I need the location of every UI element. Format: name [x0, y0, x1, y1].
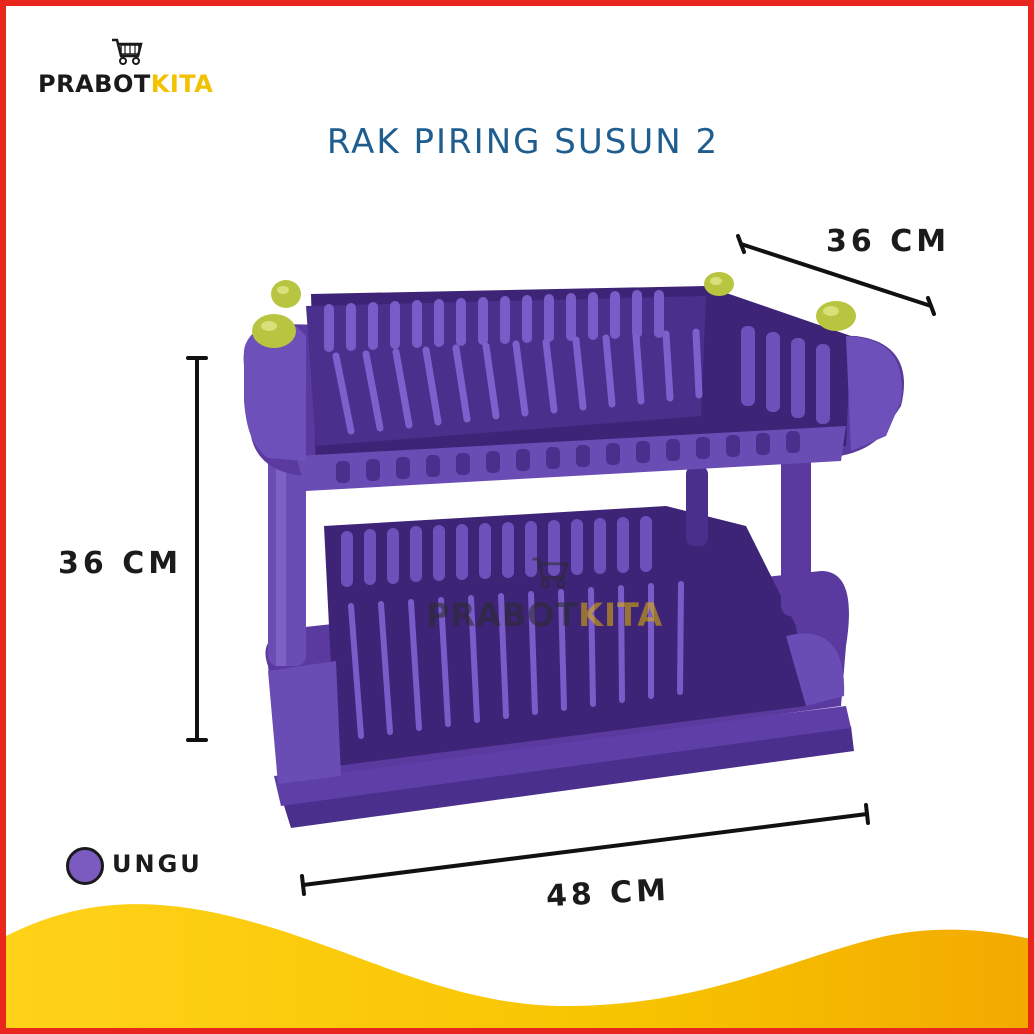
dish-rack: [243, 272, 904, 828]
color-swatch: [66, 847, 104, 885]
watermark-text: PRABOTKITA: [426, 596, 663, 634]
yellow-wave-background: [6, 904, 1028, 1028]
product-title: RAK PIRING SUSUN 2: [326, 122, 720, 162]
watermark-part2: KITA: [578, 596, 664, 634]
depth-dimension-line: [736, 234, 936, 316]
watermark-part1: PRABOT: [426, 596, 579, 634]
height-dimension-line: [186, 356, 208, 742]
depth-dimension-label: 36 CM: [826, 224, 951, 259]
brand-watermark: PRABOTKITA: [426, 546, 686, 636]
brand-logo: PRABOTKITA: [38, 36, 218, 106]
shopping-cart-icon: [532, 557, 569, 589]
rack-knobs: [252, 272, 856, 348]
color-option-label: UNGU: [112, 850, 203, 878]
brand-name-part2: KITA: [150, 70, 214, 98]
brand-name-part1: PRABOT: [38, 70, 151, 98]
shopping-cart-icon: [112, 38, 143, 65]
width-dimension-label: 48 CM: [545, 872, 671, 915]
width-dimension-line: [300, 803, 870, 896]
height-dimension-label: 36 CM: [58, 546, 183, 581]
product-illustration: [186, 234, 936, 896]
brand-name: PRABOTKITA: [38, 70, 213, 98]
